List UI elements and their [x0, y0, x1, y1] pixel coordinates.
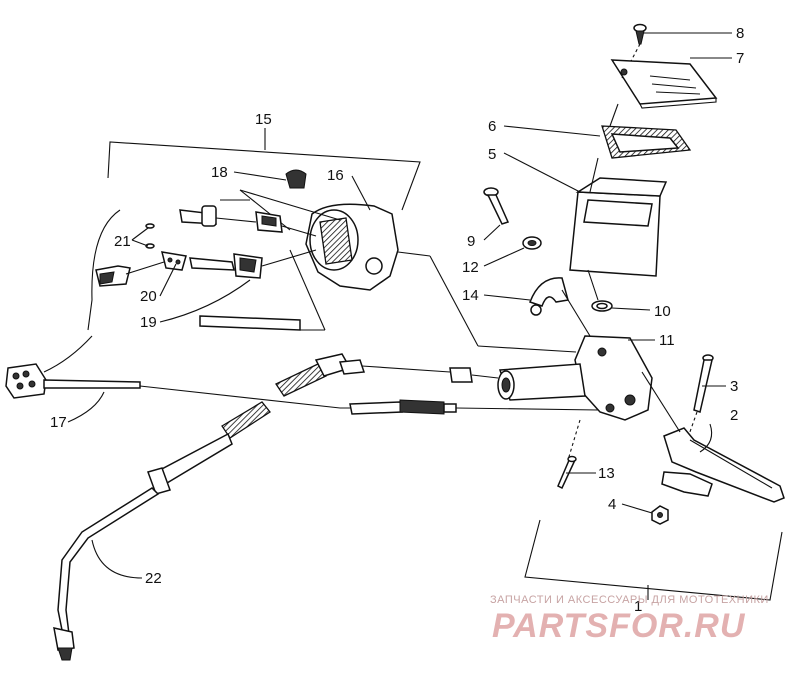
part-5-reservoir	[569, 157, 668, 301]
part-14-clamp	[529, 277, 591, 337]
callout-20: 20	[140, 288, 157, 305]
callout-7: 7	[736, 50, 744, 67]
callout-12: 12	[462, 259, 479, 276]
callout-2: 2	[730, 407, 738, 424]
part-9-bolt	[483, 187, 510, 225]
callout-14: 14	[462, 287, 479, 304]
callout-10: 10	[654, 303, 671, 320]
watermark-brand: PARTSFOR.RU	[492, 607, 746, 645]
callout-6: 6	[488, 118, 496, 135]
part-4-nut	[651, 505, 669, 525]
bracket-15	[87, 128, 421, 331]
part-16-housing	[305, 203, 577, 353]
callout-22: 22	[145, 570, 162, 587]
callout-17: 17	[50, 414, 67, 431]
callout-9: 9	[467, 233, 475, 250]
callout-4: 4	[608, 496, 616, 513]
leader-lines	[67, 32, 732, 579]
part-10-oring	[591, 300, 613, 312]
callout-labels: 8 7 6 5 15 16 18 9 12 14 10 11 21 20 19 …	[50, 25, 744, 615]
callout-21: 21	[114, 233, 131, 250]
callout-1: 1	[634, 598, 642, 615]
watermark-tagline: ЗАПЧАСТИ И АКСЕССУАРЫ ДЛЯ МОТОТЕХНИКИ	[490, 594, 769, 606]
callout-13: 13	[598, 465, 615, 482]
part-22-cable	[53, 401, 271, 661]
bracket-1	[524, 519, 783, 601]
callout-15: 15	[255, 111, 272, 128]
callout-8: 8	[736, 25, 744, 42]
part-7-cover	[610, 59, 718, 109]
part-2-lever	[641, 371, 785, 503]
callout-19: 19	[140, 314, 157, 331]
part-19-20-21-wiring	[95, 199, 317, 331]
part-17-connector	[5, 335, 599, 415]
callout-5: 5	[488, 146, 496, 163]
callout-18: 18	[211, 164, 228, 181]
part-13-screw	[557, 455, 577, 490]
callout-16: 16	[327, 167, 344, 184]
part-6-gasket	[601, 103, 692, 159]
cable-upper	[275, 353, 499, 397]
part-11-master-cylinder	[497, 335, 653, 461]
part-12-washer	[522, 236, 542, 250]
callout-11: 11	[659, 332, 675, 349]
callout-3: 3	[730, 378, 738, 395]
